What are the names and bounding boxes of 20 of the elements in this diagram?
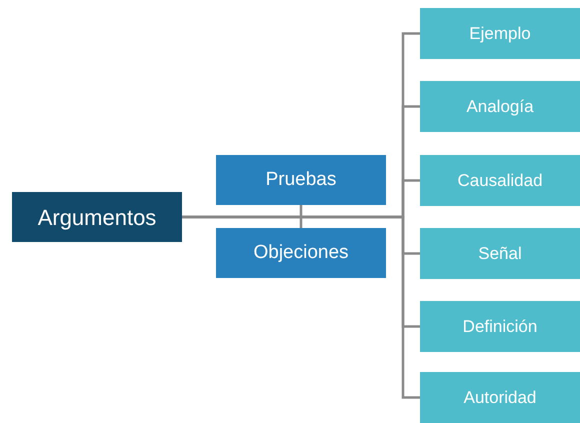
category-box (216, 155, 386, 205)
box-label: Ejemplo (469, 22, 531, 45)
box-label: Definición (462, 316, 538, 338)
category-box (420, 228, 580, 279)
category-box (420, 155, 580, 206)
box-label: Analogía (466, 96, 534, 118)
box-label: Causalidad (457, 170, 543, 192)
category-box (216, 228, 386, 278)
category-box (420, 81, 580, 132)
category-box (12, 192, 182, 242)
box-label: Objeciones (253, 240, 349, 265)
category-box (420, 8, 580, 59)
connector-line (182, 216, 420, 399)
category-box (420, 372, 580, 423)
box-label: Argumentos (38, 204, 156, 232)
box-label: Autoridad (464, 386, 536, 409)
connector-line (300, 205, 302, 228)
category-box (420, 301, 580, 352)
box-label: Pruebas (266, 168, 336, 192)
box-label: Señal (478, 242, 522, 265)
